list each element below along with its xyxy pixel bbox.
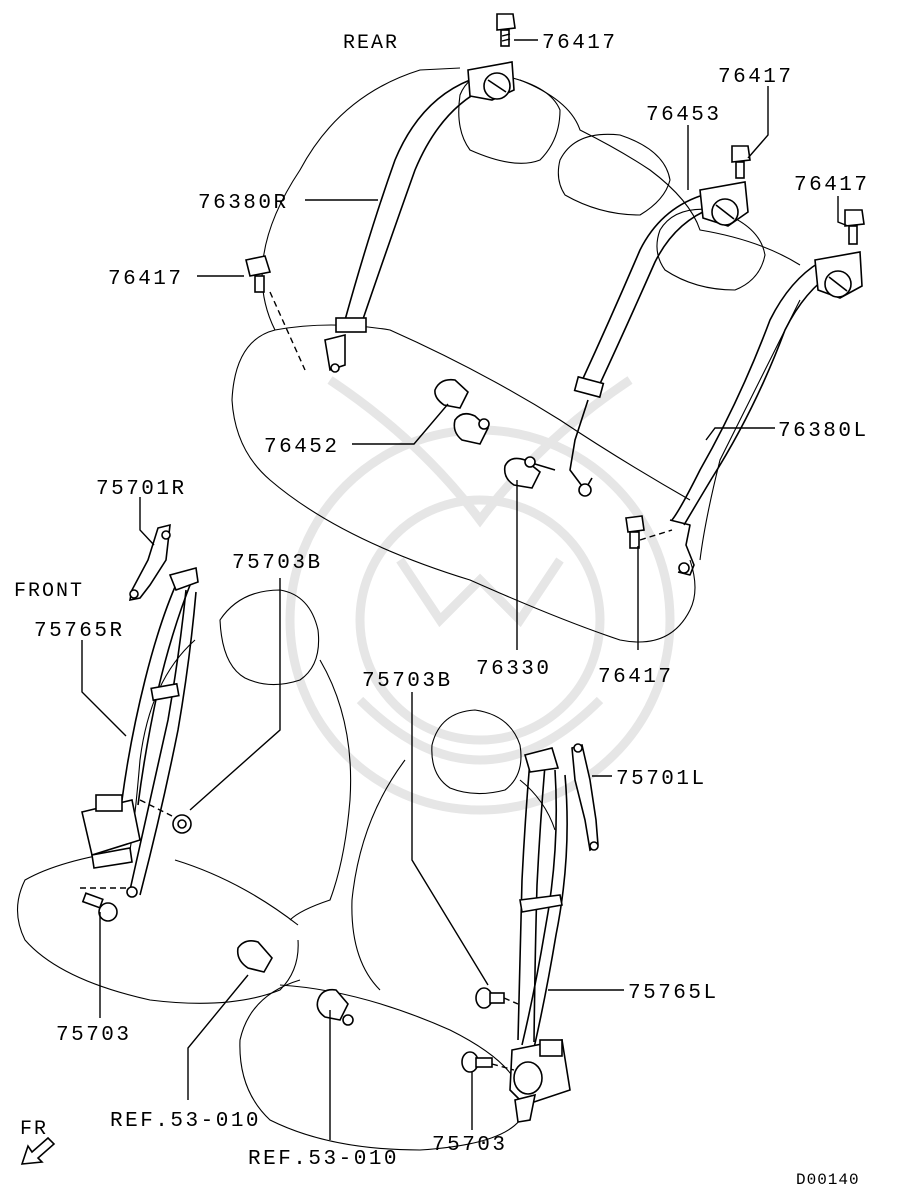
forward-arrow-icon [20, 1136, 56, 1165]
label-76417-top-right: 76417 [718, 66, 794, 89]
bolt-top-right [731, 145, 751, 179]
label-76453: 76453 [646, 104, 722, 127]
bolt-75703-right [80, 887, 130, 922]
label-75701R: 75701R [96, 478, 187, 501]
rear-belt-76380L [669, 251, 863, 576]
front-belt-75765L [509, 747, 571, 1123]
front-belt-75765R [81, 566, 199, 898]
buckle-76330 [503, 456, 556, 489]
label-ref-53-010-left: REF.53-010 [248, 1148, 399, 1171]
caption-rear: REAR [343, 32, 399, 55]
bolt-75703B-right [139, 799, 192, 834]
buckle-ref-left [316, 988, 354, 1026]
label-75765L: 75765L [628, 982, 719, 1005]
caption-front: FRONT [14, 580, 84, 603]
label-76380L: 76380L [778, 420, 869, 443]
label-75765R: 75765R [34, 620, 125, 643]
label-75703B-left: 75703B [362, 670, 453, 693]
rear-belt-center-76453 [569, 181, 749, 497]
label-76380R: 76380R [198, 192, 289, 215]
bolt-75703-left [461, 1051, 515, 1073]
label-75703-right: 75703 [56, 1024, 132, 1047]
rear-belt-76380R [324, 61, 515, 373]
labels: REAR FRONT FR D00140 76417 76417 76453 7… [14, 32, 870, 1187]
bolt-75703B-left [475, 987, 519, 1009]
buckle-ref-right [236, 940, 273, 973]
bolt-left [245, 255, 306, 371]
label-76417-top-center: 76417 [542, 32, 618, 55]
label-76417-left: 76417 [108, 268, 184, 291]
diagram-code: D00140 [796, 1171, 860, 1187]
bolt-top-center [496, 13, 516, 47]
label-ref-53-010-right: REF.53-010 [110, 1110, 261, 1133]
buckle-76452 [434, 378, 490, 445]
caption-fr: FR [20, 1118, 48, 1141]
bolt-right [844, 209, 865, 245]
bolt-bottom-right [625, 515, 673, 549]
front-left-seat-outline [239, 709, 556, 1151]
adjuster-75701L [571, 743, 599, 852]
label-76330: 76330 [476, 658, 552, 681]
label-75703B-right: 75703B [232, 552, 323, 575]
label-76452: 76452 [264, 436, 340, 459]
label-75701L: 75701L [616, 768, 707, 791]
adjuster-75701R [128, 523, 171, 602]
front-right-seat-outline [17, 589, 352, 1004]
leader-lines [81, 39, 849, 1140]
label-75703-left: 75703 [432, 1134, 508, 1157]
label-76417-right: 76417 [794, 174, 870, 197]
label-76417-bottom-right: 76417 [598, 666, 674, 689]
